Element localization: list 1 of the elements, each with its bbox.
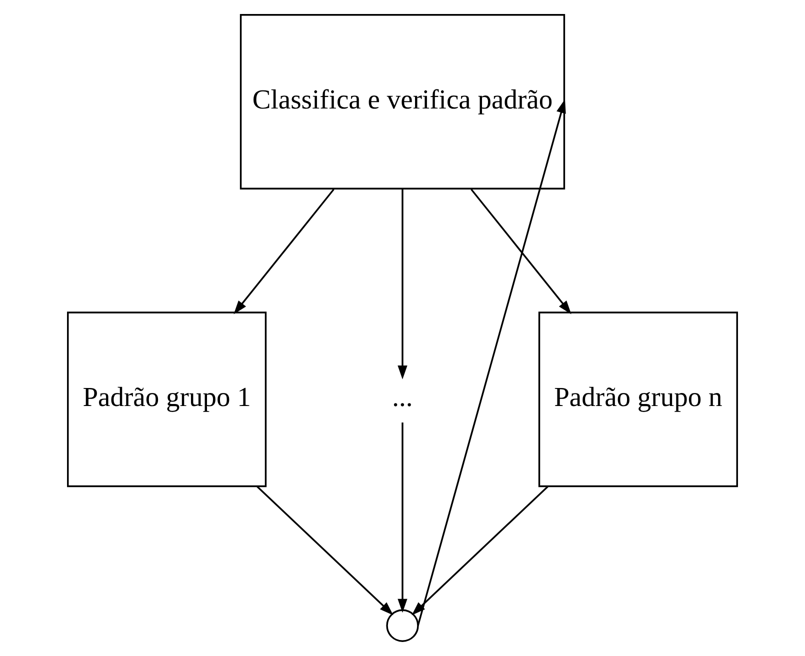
node-text: ... [392,380,413,412]
